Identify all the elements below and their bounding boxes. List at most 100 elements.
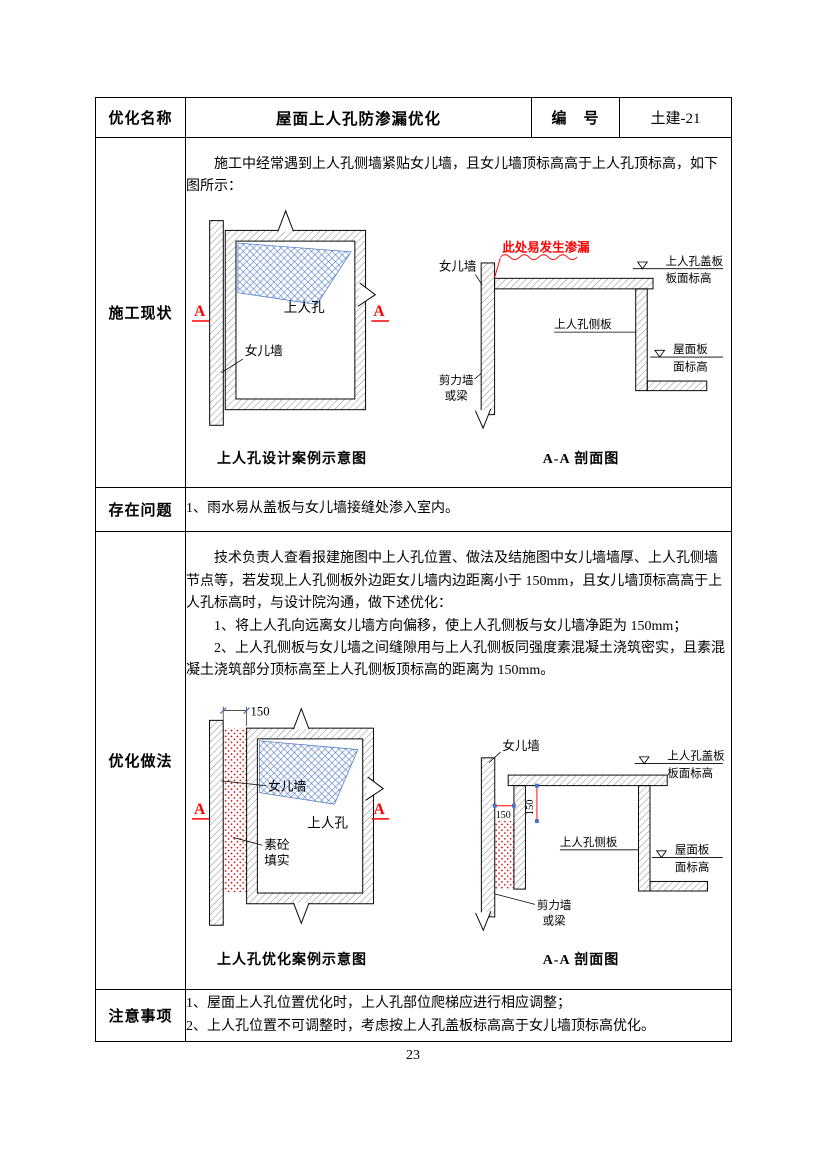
parapet-wall-section: [480, 757, 496, 918]
parapet-label: 女儿墙: [502, 738, 539, 753]
plan-diagram-optimized: 150 女儿墙 上人: [192, 691, 392, 973]
problem-content: 1、雨水易从盖板与女儿墙接缝处渗入室内。: [185, 487, 732, 532]
section-diagram-optimized: 女儿墙 150: [437, 731, 725, 973]
shear-wall-label: 剪力墙 或梁: [494, 893, 571, 927]
roof-elevation-marker-icon: 屋面板 面标高: [650, 342, 724, 373]
note-item-2: 2、上人孔位置不可调整时，考虑按上人孔盖板标高高于女儿墙顶标高优化。: [186, 1018, 655, 1034]
status-content: 施工中经常遇到上人孔侧墙紧贴女儿墙，且女儿墙顶标高高于上人孔顶标高，如下图所示：: [185, 137, 732, 488]
optimization-paragraph-1: 技术负责人查看报建施图中上人孔位置、做法及结施图中女儿墙墙厚、上人孔侧墙节点等，…: [186, 551, 723, 612]
parapet-wall-plan: [209, 719, 224, 926]
parapet-label: 女儿墙: [268, 778, 306, 793]
leak-wavy-underline: [500, 253, 578, 260]
header-name-label: 优化名称: [95, 97, 186, 138]
dimension-150-horizontal: 150: [496, 810, 511, 821]
page-title: 屋面上人孔防渗漏优化: [185, 97, 532, 138]
optimization-paragraph-3: 2、上人孔侧板与女儿墙之间缝隙用与上人孔侧板同强度素混凝土浇筑密实，且素混凝土浇…: [186, 641, 725, 679]
svg-text:上人孔侧板: 上人孔侧板: [554, 317, 612, 331]
plan-diagram-existing: 上人孔 女儿墙 A A 上人孔设计案例示意图: [192, 207, 392, 472]
svg-text:板面标高: 板面标高: [667, 766, 713, 780]
parapet-label: 女儿墙: [439, 258, 476, 273]
optimization-content: 技术负责人查看报建施图中上人孔位置、做法及结施图中女儿墙墙厚、上人孔侧墙节点等，…: [185, 531, 732, 990]
roof-slab: [646, 380, 708, 391]
svg-text:A: A: [194, 801, 206, 818]
status-paragraph: 施工中经常遇到上人孔侧墙紧贴女儿墙，且女儿墙顶标高高于上人孔顶标高，如下图所示：: [186, 156, 718, 195]
optimization-diagrams: 150 女儿墙 上人: [186, 687, 731, 973]
row-label-status: 施工现状: [95, 137, 186, 488]
plan-optimized-caption: 上人孔优化案例示意图: [217, 953, 367, 969]
note-item-1: 1、屋面上人孔位置优化时，上人孔部位爬梯应进行相应调整；: [186, 996, 571, 1012]
leak-warning: 此处易发生渗漏: [494, 239, 590, 277]
page-number: 23: [406, 1048, 420, 1063]
svg-text:A: A: [373, 303, 385, 320]
table-header-row: 优化名称 屋面上人孔防渗漏优化 编 号 土建-21: [95, 97, 732, 138]
section-existing-drawing: 此处易发生渗漏 女儿墙 上人孔盖板 板面标高: [439, 239, 724, 429]
dimension-150-vertical: 150: [525, 799, 536, 815]
section-optimized-caption: A-A 剖面图: [542, 953, 620, 969]
optimization-table: 优化名称 屋面上人孔防渗漏优化 编 号 土建-21 施工现状 施工中经常遇到上人…: [95, 97, 732, 1042]
cover-plate-hatch: [258, 740, 359, 805]
status-row: 施工现状 施工中经常遇到上人孔侧墙紧贴女儿墙，且女儿墙顶标高高于上人孔顶标高，如…: [95, 137, 732, 488]
shear-wall-label: 剪力墙 或梁: [439, 372, 482, 402]
section-marker-a-right: A: [371, 801, 390, 820]
svg-text:或梁: 或梁: [445, 388, 469, 402]
clear-gap-dimension: 150: [492, 803, 516, 821]
row-label-problem: 存在问题: [95, 487, 186, 532]
optimization-row: 优化做法 技术负责人查看报建施图中上人孔位置、做法及结施图中女儿墙墙厚、上人孔侧…: [95, 531, 732, 990]
cover-slab: [507, 774, 668, 786]
svg-text:剪力墙: 剪力墙: [537, 898, 571, 912]
cover-elevation-marker-icon: 上人孔盖板 板面标高: [634, 749, 725, 780]
parapet-leader-line: [488, 751, 501, 763]
roof-slab: [649, 880, 708, 892]
cover-slab: [494, 277, 654, 289]
parapet-leader-line: [475, 273, 483, 285]
problem-row: 存在问题 1、雨水易从盖板与女儿墙接缝处渗入室内。: [95, 487, 732, 532]
svg-text:A: A: [194, 303, 206, 320]
svg-text:剪力墙: 剪力墙: [439, 372, 474, 386]
row-label-notes: 注意事项: [95, 989, 186, 1042]
section-existing-caption: A-A 剖面图: [542, 451, 620, 467]
parapet-label: 女儿墙: [245, 343, 283, 358]
svg-text:板面标高: 板面标高: [665, 271, 711, 285]
status-diagrams: 上人孔 女儿墙 A A 上人孔设计案例示意图: [186, 203, 731, 472]
svg-text:面标高: 面标高: [673, 359, 708, 373]
manhole-label: 上人孔: [284, 300, 325, 315]
plan-optimized-drawing: 150 女儿墙 上人: [192, 704, 390, 926]
cover-elevation-marker-icon: 上人孔盖板 板面标高: [632, 253, 724, 285]
near-side-plate: [513, 784, 526, 890]
problem-text: 1、雨水易从盖板与女儿墙接缝处渗入室内。: [186, 501, 459, 517]
break-line-icon: [475, 910, 492, 932]
svg-text:或梁: 或梁: [543, 913, 566, 927]
header-code-value: 土建-21: [619, 97, 732, 138]
notes-content: 1、屋面上人孔位置优化时，上人孔部位爬梯应进行相应调整； 2、上人孔位置不可调整…: [185, 989, 732, 1042]
cover-plate-hatch: [237, 242, 352, 305]
svg-text:面标高: 面标高: [675, 860, 709, 874]
plan-existing-drawing: 上人孔 女儿墙 A A: [192, 209, 389, 426]
leak-leader-line: [494, 257, 501, 277]
side-plate-label: 上人孔侧板: [560, 835, 639, 850]
svg-text:屋面板: 屋面板: [675, 842, 710, 856]
manhole-label: 上人孔: [307, 815, 348, 830]
notes-row: 注意事项 1、屋面上人孔位置优化时，上人孔部位爬梯应进行相应调整； 2、上人孔位…: [95, 989, 732, 1042]
svg-text:A: A: [373, 801, 385, 818]
svg-text:上人孔盖板: 上人孔盖板: [667, 749, 725, 763]
dimension-150-label: 150: [251, 704, 270, 718]
plan-existing-caption: 上人孔设计案例示意图: [217, 451, 367, 467]
offset-dimension: 150: [219, 704, 270, 726]
side-plate: [635, 287, 648, 391]
parapet-wall-section: [480, 261, 496, 415]
break-line-icon: [474, 408, 492, 429]
svg-text:上人孔盖板: 上人孔盖板: [665, 253, 723, 267]
section-marker-a-left: A: [192, 801, 210, 820]
side-plate-label: 上人孔侧板: [554, 317, 636, 332]
parapet-leader-line: [221, 358, 243, 373]
parapet-leader-line: [221, 780, 267, 786]
parapet-wall-plan: [209, 219, 224, 426]
plain-concrete-fill: [494, 820, 514, 889]
side-plate: [638, 784, 651, 892]
row-label-optimization: 优化做法: [95, 531, 186, 990]
svg-text:上人孔侧板: 上人孔侧板: [560, 835, 618, 849]
roof-elevation-marker-icon: 屋面板 面标高: [651, 842, 723, 874]
leak-warning-text: 此处易发生渗漏: [502, 239, 590, 254]
optimization-paragraph-2: 1、将上人孔向远离女儿墙方向偏移，使上人孔侧板与女儿墙净距为 150mm；: [214, 618, 688, 634]
